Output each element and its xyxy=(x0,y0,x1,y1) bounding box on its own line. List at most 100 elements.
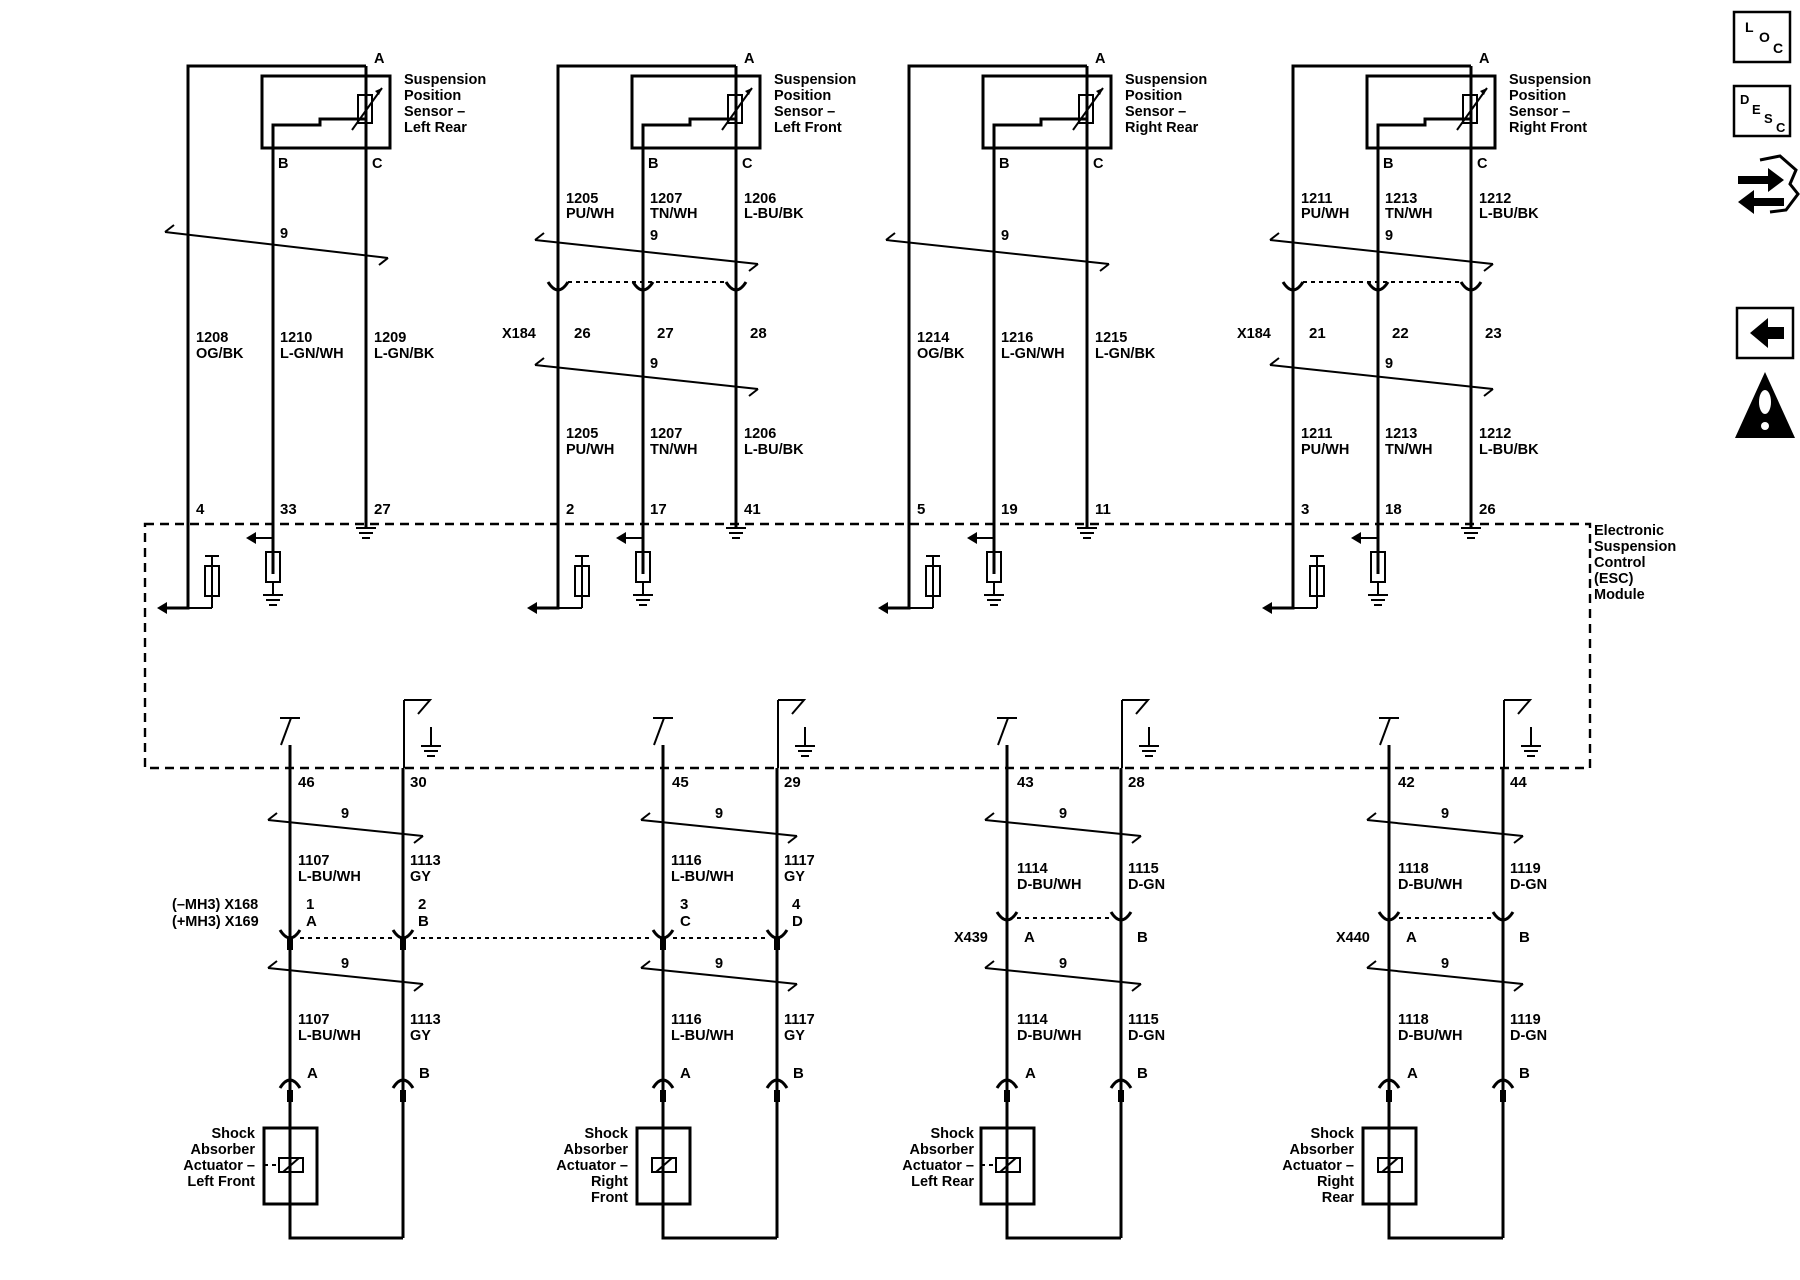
wire-color: OG/BK xyxy=(917,346,965,362)
actuator-right-front: 45 29 9 1116 L-BU/WH 1117 GY 3 C 4 D 9 1… xyxy=(413,699,815,1240)
connector-pin: 28 xyxy=(750,325,767,342)
wire-number: 1119 xyxy=(1510,1012,1541,1028)
bundle-count: 9 xyxy=(715,806,723,822)
module-pin: 27 xyxy=(374,501,391,518)
wire-number: 1107 xyxy=(298,1012,329,1028)
wire-number: 1215 xyxy=(1095,330,1127,346)
connector-pin: B xyxy=(1137,929,1148,946)
bundle-count: 9 xyxy=(280,226,288,242)
wire-color: D-GN xyxy=(1510,1028,1547,1044)
module-pin: 45 xyxy=(672,774,689,791)
wire-number: 1206 xyxy=(744,426,776,442)
connector-pin: 21 xyxy=(1309,325,1326,342)
wire-color: D-GN xyxy=(1510,877,1547,893)
component-title: Absorber xyxy=(191,1142,256,1158)
wire-color: L-BU/BK xyxy=(1479,442,1539,458)
desc-icon[interactable]: D E S C xyxy=(1732,84,1792,138)
sensor-left-front: A B C Suspension Position Sensor – Left … xyxy=(502,51,856,614)
icon-letter: C xyxy=(1776,120,1786,135)
wire-color: PU/WH xyxy=(566,442,614,458)
connector-pin: 22 xyxy=(1392,325,1409,342)
esc-module-label: Electronic Suspension Control (ESC) Modu… xyxy=(1594,523,1676,603)
wire-color: L-BU/BK xyxy=(744,206,804,222)
wire-color: PU/WH xyxy=(1301,442,1349,458)
wire-color: L-BU/BK xyxy=(1479,206,1539,222)
wire-color: L-BU/WH xyxy=(298,869,361,885)
component-title: Shock xyxy=(1310,1126,1354,1142)
loc-icon[interactable]: L O C xyxy=(1732,10,1792,64)
connector-pin: B xyxy=(1519,929,1530,946)
wire-number: 1210 xyxy=(280,330,312,346)
wire-color: D-BU/WH xyxy=(1017,877,1081,893)
wire-color: D-BU/WH xyxy=(1398,1028,1462,1044)
wire-number: 1212 xyxy=(1479,191,1511,207)
component-title: Right xyxy=(1317,1174,1354,1190)
component-title: Rear xyxy=(1322,1190,1355,1206)
pin-letter: B xyxy=(999,156,1009,172)
wire-color: D-GN xyxy=(1128,877,1165,893)
component-title: Sensor – xyxy=(1509,104,1570,120)
component-title: Sensor – xyxy=(774,104,835,120)
wire-number: 1214 xyxy=(917,330,949,346)
wire-color: GY xyxy=(410,869,431,885)
bundle-count: 9 xyxy=(1059,806,1067,822)
wire-color: TN/WH xyxy=(1385,442,1433,458)
wire-color: D-GN xyxy=(1128,1028,1165,1044)
actuator-right-rear: 42 44 9 1118 D-BU/WH 1119 D-GN X440 A B … xyxy=(1282,699,1547,1240)
back-arrow-icon[interactable] xyxy=(1735,306,1795,360)
actuator-left-rear: 43 28 9 1114 D-BU/WH 1115 D-GN X439 A B … xyxy=(902,699,1165,1240)
component-title: Shock xyxy=(584,1126,628,1142)
wire-color: OG/BK xyxy=(196,346,244,362)
wire-color: GY xyxy=(410,1028,431,1044)
pin-letter: B xyxy=(419,1065,430,1082)
wire-number: 1116 xyxy=(671,853,702,869)
sensor-left-rear: A B C Suspension Position Sensor – Left … xyxy=(157,51,486,614)
wire-number: 1113 xyxy=(410,1012,441,1028)
bundle-count: 9 xyxy=(341,956,349,972)
pin-letter: A xyxy=(307,1065,318,1082)
wire-number: 1208 xyxy=(196,330,228,346)
component-title: Absorber xyxy=(564,1142,629,1158)
module-pin: 43 xyxy=(1017,774,1034,791)
icon-letter: E xyxy=(1752,102,1761,117)
wire-number: 1118 xyxy=(1398,861,1429,877)
icon-letter: C xyxy=(1773,40,1783,56)
pin-letter: A xyxy=(374,51,385,67)
wire-color: PU/WH xyxy=(1301,206,1349,222)
wire-number: 1209 xyxy=(374,330,406,346)
component-title: Right xyxy=(591,1174,628,1190)
module-pin: 46 xyxy=(298,774,315,791)
connector-pin: 23 xyxy=(1485,325,1502,342)
connector-pin: B xyxy=(418,913,429,930)
bundle-count: 9 xyxy=(650,356,658,372)
connector-id: X439 xyxy=(954,930,988,946)
wire-number: 1117 xyxy=(784,1012,815,1028)
connector-pin: A xyxy=(306,913,317,930)
wire-color: L-GN/WH xyxy=(280,346,344,362)
wire-color: TN/WH xyxy=(650,442,698,458)
pin-letter: C xyxy=(1477,156,1488,172)
component-title: Actuator – xyxy=(902,1158,974,1174)
pin-letter: B xyxy=(648,156,658,172)
wire-color: GY xyxy=(784,869,805,885)
component-title: Left Front xyxy=(187,1174,255,1190)
wire-number: 1212 xyxy=(1479,426,1511,442)
esc-module-boundary xyxy=(143,522,1592,770)
module-pin: 26 xyxy=(1479,501,1496,518)
caution-icon[interactable] xyxy=(1735,372,1795,438)
wire-color: GY xyxy=(784,1028,805,1044)
pin-letter: A xyxy=(744,51,755,67)
connector-id: X440 xyxy=(1336,930,1370,946)
connector-views-icon[interactable] xyxy=(1738,154,1800,214)
wire-number: 1211 xyxy=(1301,426,1332,442)
actuator-left-front: 46 30 9 1107 L-BU/WH 1113 GY (–MH3) X168… xyxy=(172,699,441,1240)
connector-pin: D xyxy=(792,913,803,930)
pin-letter: B xyxy=(1137,1065,1148,1082)
component-title: Actuator – xyxy=(183,1158,255,1174)
module-pin: 30 xyxy=(410,774,427,791)
module-pin: 4 xyxy=(196,501,205,518)
wire-color: L-BU/WH xyxy=(671,1028,734,1044)
module-pin: 28 xyxy=(1128,774,1145,791)
wire-number: 1114 xyxy=(1017,861,1048,877)
